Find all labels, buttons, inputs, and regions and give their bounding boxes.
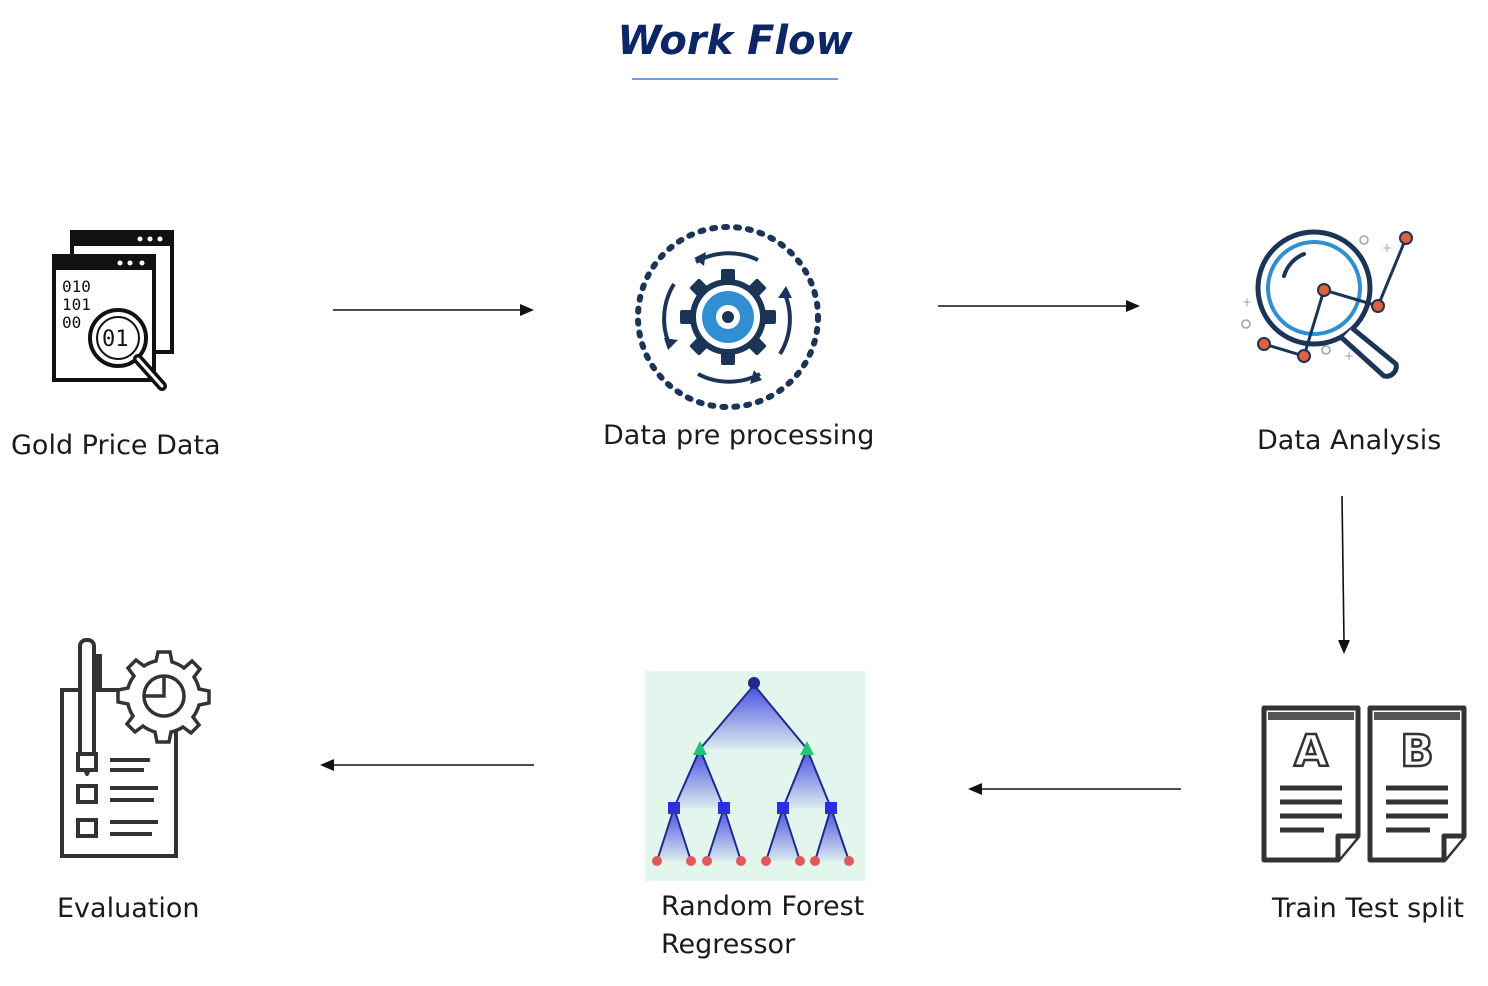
arrow-preprocessing-to-analysis [938, 300, 1140, 312]
data-file-magnifier-icon: 010 101 00 01 [52, 230, 174, 391]
svg-text:+: + [1344, 349, 1354, 363]
node-label-data-analysis: Data Analysis [1257, 425, 1442, 456]
lens-digits: 01 [102, 327, 129, 352]
node-label-gold-price-data: Gold Price Data [11, 430, 221, 461]
digits-row-1: 010 [62, 277, 91, 296]
svg-text:+: + [1242, 295, 1252, 309]
node-label-random-forest-line-2: Regressor [661, 929, 796, 960]
ab-documents-icon: A B [1261, 705, 1467, 863]
node-label-random-forest-line-1: Random Forest [661, 891, 865, 922]
arrow-forest-to-evaluation [320, 759, 534, 771]
document-b-icon: B [1367, 705, 1467, 863]
digits-row-2: 101 [62, 295, 91, 314]
arrow-gold-to-preprocessing [333, 304, 534, 316]
letter-b: B [1400, 726, 1434, 777]
arrow-split-to-forest [968, 783, 1181, 795]
svg-text:+: + [1382, 241, 1392, 255]
arrow-analysis-to-split [1338, 495, 1350, 654]
document-a-icon: A [1261, 705, 1361, 863]
node-label-data-pre-processing: Data pre processing [603, 420, 875, 451]
title-underline [632, 78, 838, 80]
diagram-title: Work Flow [617, 18, 853, 64]
analysis-magnifier-icon: + + + [1241, 229, 1413, 379]
gear-cycle-icon [635, 224, 821, 410]
node-label-evaluation: Evaluation [57, 893, 200, 924]
decision-tree-icon [645, 671, 865, 881]
node-label-train-test-split: Train Test split [1272, 893, 1464, 924]
letter-a: A [1294, 726, 1328, 777]
checklist-gear-icon [60, 638, 211, 858]
digits-row-3: 00 [62, 313, 81, 332]
